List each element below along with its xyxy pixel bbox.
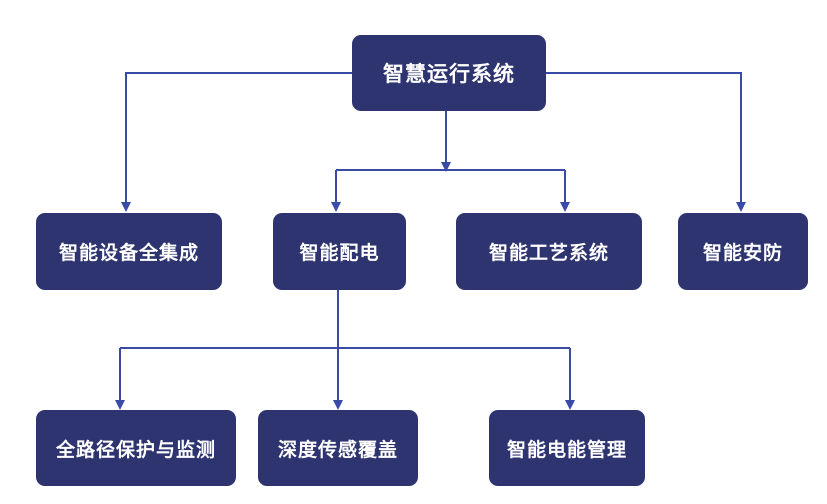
node-energy-management: 智能电能管理 xyxy=(489,410,645,486)
node-security: 智能安防 xyxy=(678,213,808,290)
node-power-distribution: 智能配电 xyxy=(273,213,406,290)
node-protection-monitoring: 全路径保护与监测 xyxy=(36,410,236,486)
node-process-system: 智能工艺系统 xyxy=(456,213,642,290)
node-root: 智慧运行系统 xyxy=(352,35,546,111)
node-device-integration: 智能设备全集成 xyxy=(36,213,222,290)
node-sensor-coverage: 深度传感覆盖 xyxy=(258,410,418,486)
connector-root-to-security xyxy=(546,72,746,212)
connector-root-to-device-integration xyxy=(121,72,352,212)
